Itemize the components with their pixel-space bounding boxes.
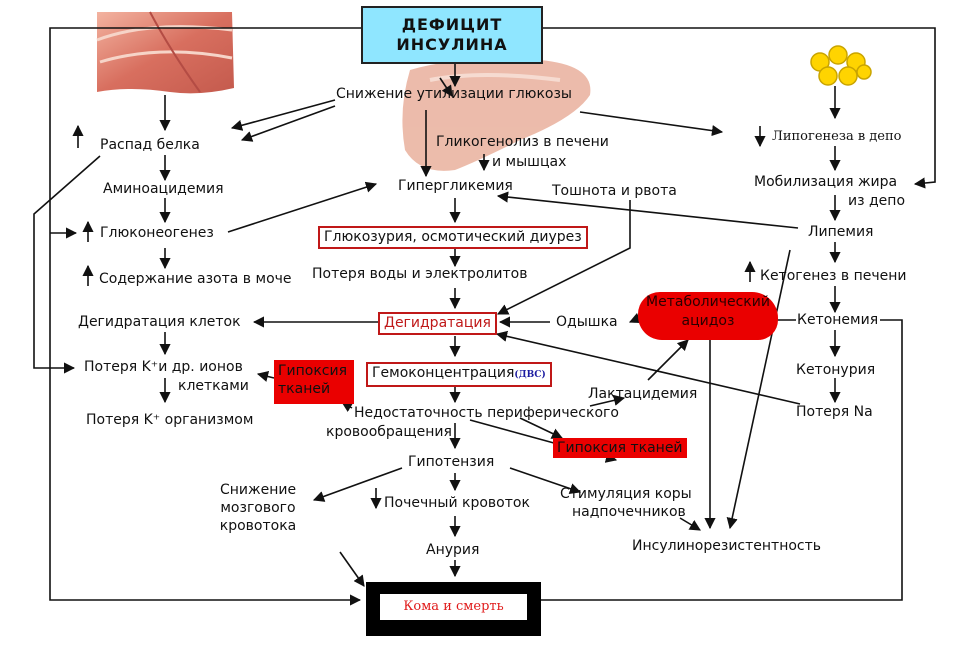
k-loss-organism-node: Потеря K⁺ организмом [86,412,254,428]
adrenal-line1: Стимуляция коры [560,486,692,502]
coma-death-box: Кома и смерть [366,582,541,636]
title-line-1: ДЕФИЦИТ [401,15,503,34]
dehydration-node: Дегидратация [378,312,497,335]
ketonemia-node: Кетонемия [797,312,879,328]
dyspnea-node: Одышка [556,314,618,330]
hypoxia-left-line1: Гипоксия [278,363,348,379]
hypoxia-left-line2: тканей [278,381,331,397]
hypoxia-left-node: Гипоксия тканей [274,360,354,404]
acidosis-node [638,292,778,340]
hypotension-node: Гипотензия [408,454,495,470]
k-loss-cells-line1: Потеря K⁺и др. ионов [84,359,243,375]
dvs-label: (ДВС) [514,370,546,380]
brain-flow-line2: мозгового [220,500,296,516]
water-loss-node: Потеря воды и электролитов [312,266,528,282]
peripheral-circulation-line2: кровообращения [326,424,452,440]
renal-flow-node: Почечный кровоток [384,495,530,511]
fat-mobilization-line2: из депо [848,193,906,209]
glycogenolysis-node-line1: Гликогенолиз в печени [436,134,609,150]
nausea-node: Тошнота и рвота [552,183,677,199]
lipogenesis-node: Липогенеза в депо [772,129,902,144]
hyperglycemia-node: Гипергликемия [398,178,513,194]
ketogenesis-node: Кетогенез в печени [760,268,907,284]
anuria-node: Анурия [426,542,480,558]
title-line-2: ИНСУЛИНА [396,35,508,54]
coma-death-label: Кома и смерть [380,594,527,620]
lactacidemia-node: Лактацидемия [588,386,698,402]
gluconeogenesis-node: Глюконеогенез [100,225,214,241]
ketonuria-node: Кетонурия [796,362,876,378]
fat-mobilization-line1: Мобилизация жира [754,174,898,190]
hypoxia-right-node: Гипоксия тканей [553,438,687,458]
brain-flow-line3: кровотока [219,518,297,534]
aminoacidemia-node: Аминоацидемия [103,181,224,197]
protein-breakdown-node: Распад белка [100,137,200,153]
nitrogen-urine-node: Содержание азота в моче [99,271,292,287]
glucosuria-node: Глюкозурия, осмотический диурез [318,226,588,249]
lipemia-node: Липемия [808,224,874,240]
na-loss-node: Потеря Na [796,404,873,420]
acidosis-line1: Метаболический [646,294,770,310]
peripheral-circulation-line1: Недостаточность периферического [354,405,619,421]
fat-cells-illustration [810,45,872,86]
adrenal-line2: надпочечников [572,504,686,520]
cell-dehydration-node: Дегидратация клеток [78,314,241,330]
hemoconcentration-node: Гемоконцентрация(ДВС) [366,362,552,387]
glycogenolysis-node-line2: и мышцах [492,154,567,170]
insulin-resistance-node: Инсулинорезистентность [632,538,822,554]
insulin-deficiency-title: ДЕФИЦИТ ИНСУЛИНА [361,6,543,64]
hemoconcentration-label: Гемоконцентрация [372,365,515,381]
k-loss-cells-line2: клетками [178,378,249,394]
glucose-use-node: Снижение утилизации глюкозы [336,86,572,102]
brain-flow-line1: Снижение [219,482,297,498]
acidosis-line2: ацидоз [681,313,735,329]
